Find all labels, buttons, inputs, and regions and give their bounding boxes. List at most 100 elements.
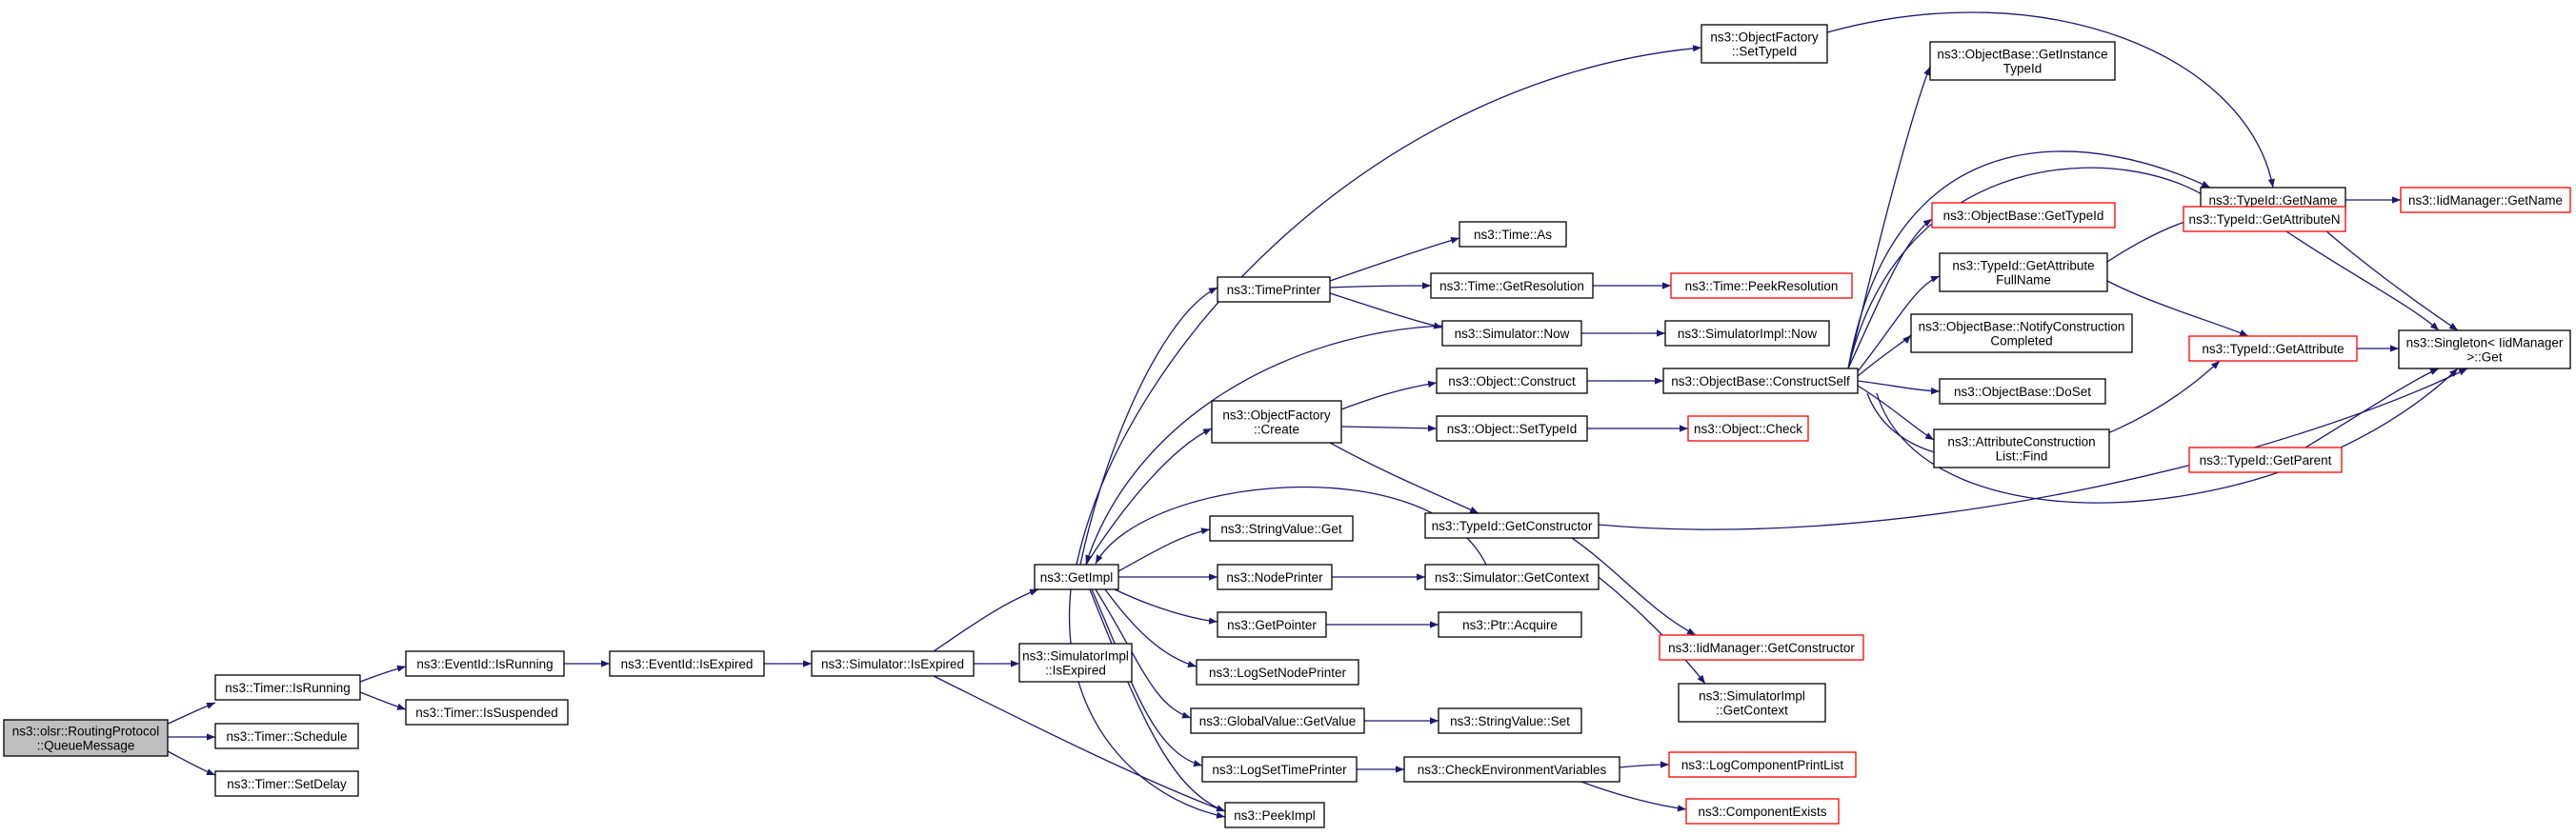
node-logSetTimePrinter[interactable]: ns3::LogSetTimePrinter [1201,756,1358,783]
node-singletonGet[interactable]: ns3::Singleton< IidManager>::Get [2398,329,2571,369]
node-simNow[interactable]: ns3::Simulator::Now [1441,320,1582,347]
node-timerIsSuspended[interactable]: ns3::Timer::IsSuspended [405,699,569,726]
node-label: >::Get [2466,350,2502,365]
edge-arrow [1068,588,1226,819]
node-checkEnvVars[interactable]: ns3::CheckEnvironmentVariables [1403,756,1620,783]
node-label: ns3::ObjectFactory [1222,408,1331,423]
node-timerSetDelay[interactable]: ns3::Timer::SetDelay [214,770,359,797]
node-typeIdGetParent[interactable]: ns3::TypeId::GetParent [2188,447,2343,473]
node-typeIdGetConstructor[interactable]: ns3::TypeId::GetConstructor [1424,512,1600,539]
node-label: ns3::TypeId::GetAttributeN [2188,212,2340,227]
node-typeIdGetAttribute[interactable]: ns3::TypeId::GetAttribute [2188,335,2358,362]
edge-root-to-timerIsRunning [163,702,216,727]
node-label: TypeId [2003,62,2043,76]
node-ptrAcquire[interactable]: ns3::Ptr::Acquire [1438,611,1582,638]
edge-objFactoryCreate-to-objSetTypeId [1340,425,1438,432]
node-objBaseConstructSelf[interactable]: ns3::ObjectBase::ConstructSelf [1662,368,1859,394]
node-label: ns3::Simulator::IsExpired [821,657,964,671]
node-objBaseDoSet[interactable]: ns3::ObjectBase::DoSet [1939,378,2106,405]
node-timerIsRunning[interactable]: ns3::Timer::IsRunning [214,674,361,701]
edge-arrow [1329,442,1479,514]
node-label: ::SetTypeId [1732,45,1797,59]
node-globalValueGetValue[interactable]: ns3::GlobalValue::GetValue [1190,707,1365,734]
node-label: ns3::StringValue::Get [1220,522,1342,536]
node-label: ns3::ObjectBase::NotifyConstruction [1919,320,2125,334]
node-box [214,770,359,797]
node-label: ns3::CheckEnvironmentVariables [1418,763,1607,777]
node-objBaseGetTypeId[interactable]: ns3::ObjectBase::GetTypeId [1931,202,2116,229]
node-getImpl[interactable]: ns3::GetImpl [1034,564,1119,590]
node-label: ns3::LogSetNodePrinter [1209,666,1347,680]
node-simImplIsExpired[interactable]: ns3::SimulatorImpl::IsExpired [1018,643,1133,683]
node-logComponentPrintList[interactable]: ns3::LogComponentPrintList [1668,751,1857,778]
edge-objBaseConstructSelf-to-objBaseDoSet [1857,380,1941,395]
node-label: ns3::SimulatorImpl [1022,649,1129,664]
edge-typeIdGetAttrFullName-to-typeIdGetAttribute [2106,280,2249,337]
edge-arrow [1079,287,1218,566]
node-label: ns3::Timer::IsRunning [225,681,351,695]
edge-timerIsRunning-to-eventIsRunning [359,665,407,683]
node-simIsExpired[interactable]: ns3::Simulator::IsExpired [811,650,975,677]
node-root[interactable]: ns3::olsr::RoutingProtocol::QueueMessage [3,719,169,757]
node-box [1441,320,1582,347]
node-box [2188,447,2343,473]
edge-arrow [1857,334,1912,377]
node-label: ns3::TypeId::GetAttribute [1952,259,2094,273]
edge-getImpl-to-stringValueGet [1117,527,1211,572]
edge-arrow [1340,380,1438,410]
node-label: ns3::GetImpl [1040,570,1114,585]
node-timePrinter[interactable]: ns3::TimePrinter [1217,276,1331,303]
node-stringValueSet[interactable]: ns3::StringValue::Set [1438,707,1582,734]
node-timeGetResolution[interactable]: ns3::Time::GetResolution [1430,272,1594,299]
edge-arrow [2106,280,2249,337]
node-nodePrinter[interactable]: ns3::NodePrinter [1217,564,1333,590]
node-objBaseNotify[interactable]: ns3::ObjectBase::NotifyConstructionCompl… [1910,313,2133,353]
node-box [1931,202,2116,229]
node-simImplNow[interactable]: ns3::SimulatorImpl::Now [1664,320,1830,347]
node-objFactorySetTypeId[interactable]: ns3::ObjectFactory::SetTypeId [1701,24,1828,64]
node-box [1430,272,1594,299]
node-label: ns3::Object::Check [1694,422,1802,436]
node-objSetTypeId[interactable]: ns3::Object::SetTypeId [1436,415,1588,442]
node-box [214,674,361,701]
edge-arrow [1089,588,1226,812]
node-timeAs[interactable]: ns3::Time::As [1459,221,1567,248]
node-eventIsRunning[interactable]: ns3::EventId::IsRunning [405,650,565,677]
node-label: ns3::AttributeConstruction [1947,435,2095,449]
node-peekImpl[interactable]: ns3::PeekImpl [1224,802,1325,828]
node-box [1224,802,1325,828]
node-label: ns3::ObjectBase::GetTypeId [1943,209,2104,223]
node-simImplGetContext[interactable]: ns3::SimulatorImpl::GetContext [1678,683,1826,723]
node-stringValueGet[interactable]: ns3::StringValue::Get [1209,515,1354,542]
node-box [405,699,569,726]
edge-arrow [1619,761,1670,768]
node-componentExists[interactable]: ns3::ComponentExists [1685,798,1840,825]
node-simGetContext[interactable]: ns3::Simulator::GetContext [1424,564,1600,590]
node-eventIsExpired[interactable]: ns3::EventId::IsExpired [609,650,765,677]
edge-objBaseConstructSelf-to-typeIdGetAttrFullName [1857,275,1941,372]
node-timePeekResolution[interactable]: ns3::Time::PeekResolution [1670,272,1853,299]
node-getPointer[interactable]: ns3::GetPointer [1217,611,1327,638]
node-objFactoryCreate[interactable]: ns3::ObjectFactory::Create [1211,400,1342,444]
node-objConstruct[interactable]: ns3::Object::Construct [1436,368,1588,394]
node-box [1217,276,1331,303]
edge-arrow [1117,527,1211,572]
node-label: ns3::EventId::IsRunning [416,657,553,671]
edge-arrow [1598,368,2468,530]
node-box [1018,643,1133,683]
node-logSetNodePrinter[interactable]: ns3::LogSetNodePrinter [1196,659,1359,686]
edge-arrow [1580,781,1687,812]
edge-objBaseConstructSelf-to-singletonGet [1876,368,2459,504]
edge-objBaseConstructSelf-to-objBaseNotify [1857,334,1912,377]
node-timerSchedule[interactable]: ns3::Timer::Schedule [214,723,359,749]
node-iidMgrGetConstructor[interactable]: ns3::IidManager::GetConstructor [1659,634,1864,661]
node-objCheck[interactable]: ns3::Object::Check [1687,415,1809,442]
node-typeIdGetAttributeN[interactable]: ns3::TypeId::GetAttributeN [2183,206,2346,232]
edge-arrow [1095,588,1192,719]
node-iidMgrGetName[interactable]: ns3::IidManager::GetName [2400,187,2571,213]
node-box [1201,756,1358,783]
